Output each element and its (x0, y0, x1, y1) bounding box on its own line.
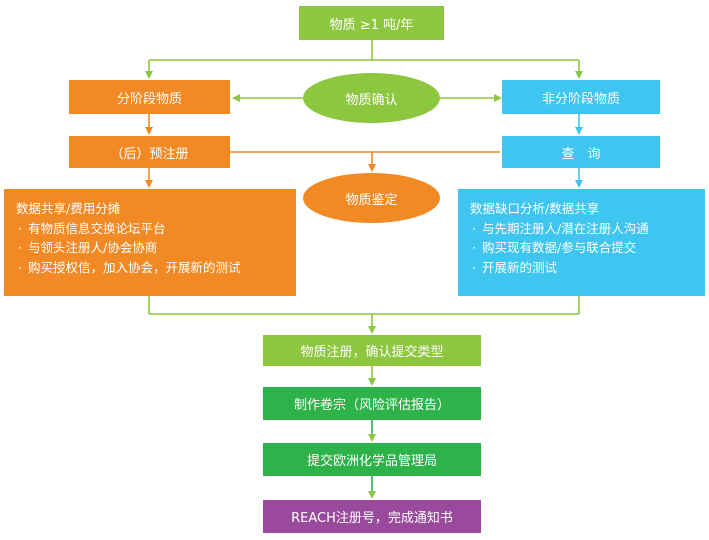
list-item: ·开展新的测试 (472, 259, 558, 275)
substance-identification-label: 物质鉴定 (345, 192, 398, 208)
pre-registration-box: （后）预注册 (69, 136, 230, 168)
substance-identification-ellipse: 物质鉴定 (303, 173, 440, 223)
phase-in-substance-label: 分阶段物质 (116, 91, 182, 107)
reach-number-box: REACH注册号，完成通知书 (263, 500, 481, 533)
substance-registration-box: 物质注册，确认提交类型 (263, 335, 481, 366)
list-item: ·与领头注册人/协会协商 (18, 240, 158, 255)
non-phase-in-substance-box: 非分阶段物质 (502, 80, 660, 114)
substance-tonnage-label: 物质 ≥1 吨/年 (329, 17, 414, 33)
dossier-label: 制作卷宗（风险评估报告） (293, 398, 450, 413)
list-item: ·购买授权信，加入协会，开展新的测试 (18, 259, 241, 275)
data-sharing-cost-title: 数据共享/费用分摊 (16, 201, 121, 216)
substance-registration-label: 物质注册，确认提交类型 (300, 345, 444, 360)
submit-echa-box: 提交欧洲化学品管理局 (263, 443, 481, 476)
dossier-box: 制作卷宗（风险评估报告） (263, 387, 481, 420)
pre-registration-label: （后）预注册 (110, 146, 189, 162)
reach-number-label: REACH注册号，完成通知书 (291, 511, 453, 526)
inquiry-box: 查 询 (502, 136, 660, 168)
substance-confirm-label: 物质确认 (345, 92, 398, 108)
inquiry-label: 查 询 (561, 146, 601, 162)
list-item: ·与先期注册人/潜在注册人沟通 (472, 220, 649, 236)
substance-tonnage-box: 物质 ≥1 吨/年 (299, 6, 444, 40)
list-item: ·购买现有数据/参与联合提交 (472, 240, 637, 255)
data-gap-sharing-title: 数据缺口分析/数据共享 (470, 201, 600, 216)
list-item: ·有物质信息交换论坛平台 (18, 220, 166, 236)
data-gap-sharing-panel: 数据缺口分析/数据共享 ·与先期注册人/潜在注册人沟通 ·购买现有数据/参与联合… (458, 189, 705, 296)
data-sharing-cost-panel: 数据共享/费用分摊 ·有物质信息交换论坛平台 ·与领头注册人/协会协商 ·购买授… (4, 189, 296, 296)
phase-in-substance-box: 分阶段物质 (69, 80, 230, 114)
submit-echa-label: 提交欧洲化学品管理局 (306, 454, 437, 469)
non-phase-in-substance-label: 非分阶段物质 (541, 91, 620, 107)
substance-confirm-ellipse: 物质确认 (303, 73, 440, 123)
